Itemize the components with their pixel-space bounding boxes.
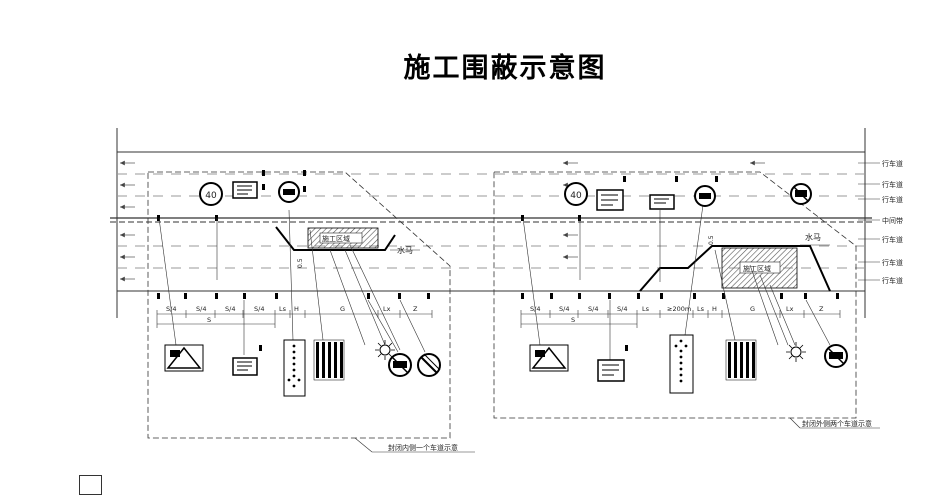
lane-guide-sign-icon bbox=[597, 345, 628, 382]
barrier-label: 水马 bbox=[805, 232, 821, 242]
work-zone-label: 施工区域 bbox=[743, 264, 771, 273]
road bbox=[110, 128, 872, 318]
speed-limit-value: 40 bbox=[205, 191, 217, 201]
dim-label: S/4 bbox=[254, 305, 264, 313]
offset-label: 0.5 bbox=[297, 258, 304, 268]
lane-guide-sign-icon bbox=[232, 345, 262, 376]
lane-label: 行车道 bbox=[882, 195, 903, 204]
warning-light-icon bbox=[786, 342, 806, 362]
dim-label: S bbox=[571, 316, 575, 324]
dim-label: ≥200m bbox=[667, 305, 691, 313]
left-diagram: 施工区域 水马 0.5 bbox=[147, 170, 475, 453]
no-overtaking-sign-icon bbox=[790, 183, 812, 205]
page-title: 施工围蔽示意图 bbox=[403, 53, 607, 84]
dim-label: H bbox=[294, 305, 299, 313]
dim-label: S bbox=[207, 316, 211, 324]
construction-warning-sign-icon bbox=[529, 344, 569, 372]
dim-label: Z bbox=[413, 305, 418, 313]
cone-array-icon bbox=[313, 339, 345, 381]
speed-limit-sign-icon: 40 bbox=[564, 182, 588, 206]
dim-label: G bbox=[750, 305, 755, 313]
dim-label: S/4 bbox=[588, 305, 598, 313]
arrow-board-icon bbox=[669, 334, 694, 394]
dim-label: Lx bbox=[786, 305, 794, 313]
end-restriction-sign-icon bbox=[824, 344, 848, 368]
arrow-board-icon bbox=[283, 339, 306, 397]
end-restriction-sign-icon bbox=[388, 353, 412, 377]
work-zone-label: 施工区域 bbox=[322, 234, 350, 243]
dim-label: Ls bbox=[642, 305, 650, 313]
no-overtaking-sign-icon bbox=[278, 181, 300, 203]
lane-label: 行车道 bbox=[882, 180, 903, 189]
dim-label: Ls bbox=[697, 305, 705, 313]
speed-limit-sign-icon: 40 bbox=[199, 182, 223, 206]
cone-array-icon bbox=[725, 339, 757, 381]
construction-warning-sign-icon bbox=[164, 344, 204, 372]
right-diagram: 施工区域 水马 0.5 bbox=[493, 171, 880, 429]
dim-label: G bbox=[340, 305, 345, 313]
no-overtaking-sign-icon bbox=[694, 185, 716, 207]
lane-label: 中间带 bbox=[882, 216, 903, 225]
direction-arrow-sign-icon bbox=[649, 194, 675, 210]
dim-label: S/4 bbox=[617, 305, 627, 313]
lane-label: 行车道 bbox=[882, 276, 903, 285]
lane-label: 行车道 bbox=[882, 235, 903, 244]
dim-label: S/4 bbox=[225, 305, 235, 313]
speed-limit-value: 40 bbox=[570, 191, 582, 201]
lane-guide-sign-icon bbox=[596, 189, 624, 211]
corner-box bbox=[79, 475, 102, 495]
caption: 封闭内侧一个车道示意 bbox=[388, 443, 458, 452]
warning-light-icon bbox=[375, 340, 395, 360]
offset-label: 0.5 bbox=[708, 235, 715, 245]
lane-guide-sign-icon bbox=[232, 181, 258, 199]
end-restriction-sign-icon bbox=[417, 353, 441, 377]
lane-label: 行车道 bbox=[882, 159, 903, 168]
dim-label: Lx bbox=[383, 305, 391, 313]
lane-label-list: 行车道 行车道 行车道 中间带 行车道 行车道 行车道 bbox=[882, 159, 903, 285]
dim-label: Ls bbox=[279, 305, 287, 313]
dim-label: Z bbox=[819, 305, 824, 313]
lane-label: 行车道 bbox=[882, 258, 903, 267]
caption: 封闭外侧两个车道示意 bbox=[802, 419, 872, 428]
dim-label: S/4 bbox=[559, 305, 569, 313]
dim-label: H bbox=[712, 305, 717, 313]
dim-label: S/4 bbox=[196, 305, 206, 313]
